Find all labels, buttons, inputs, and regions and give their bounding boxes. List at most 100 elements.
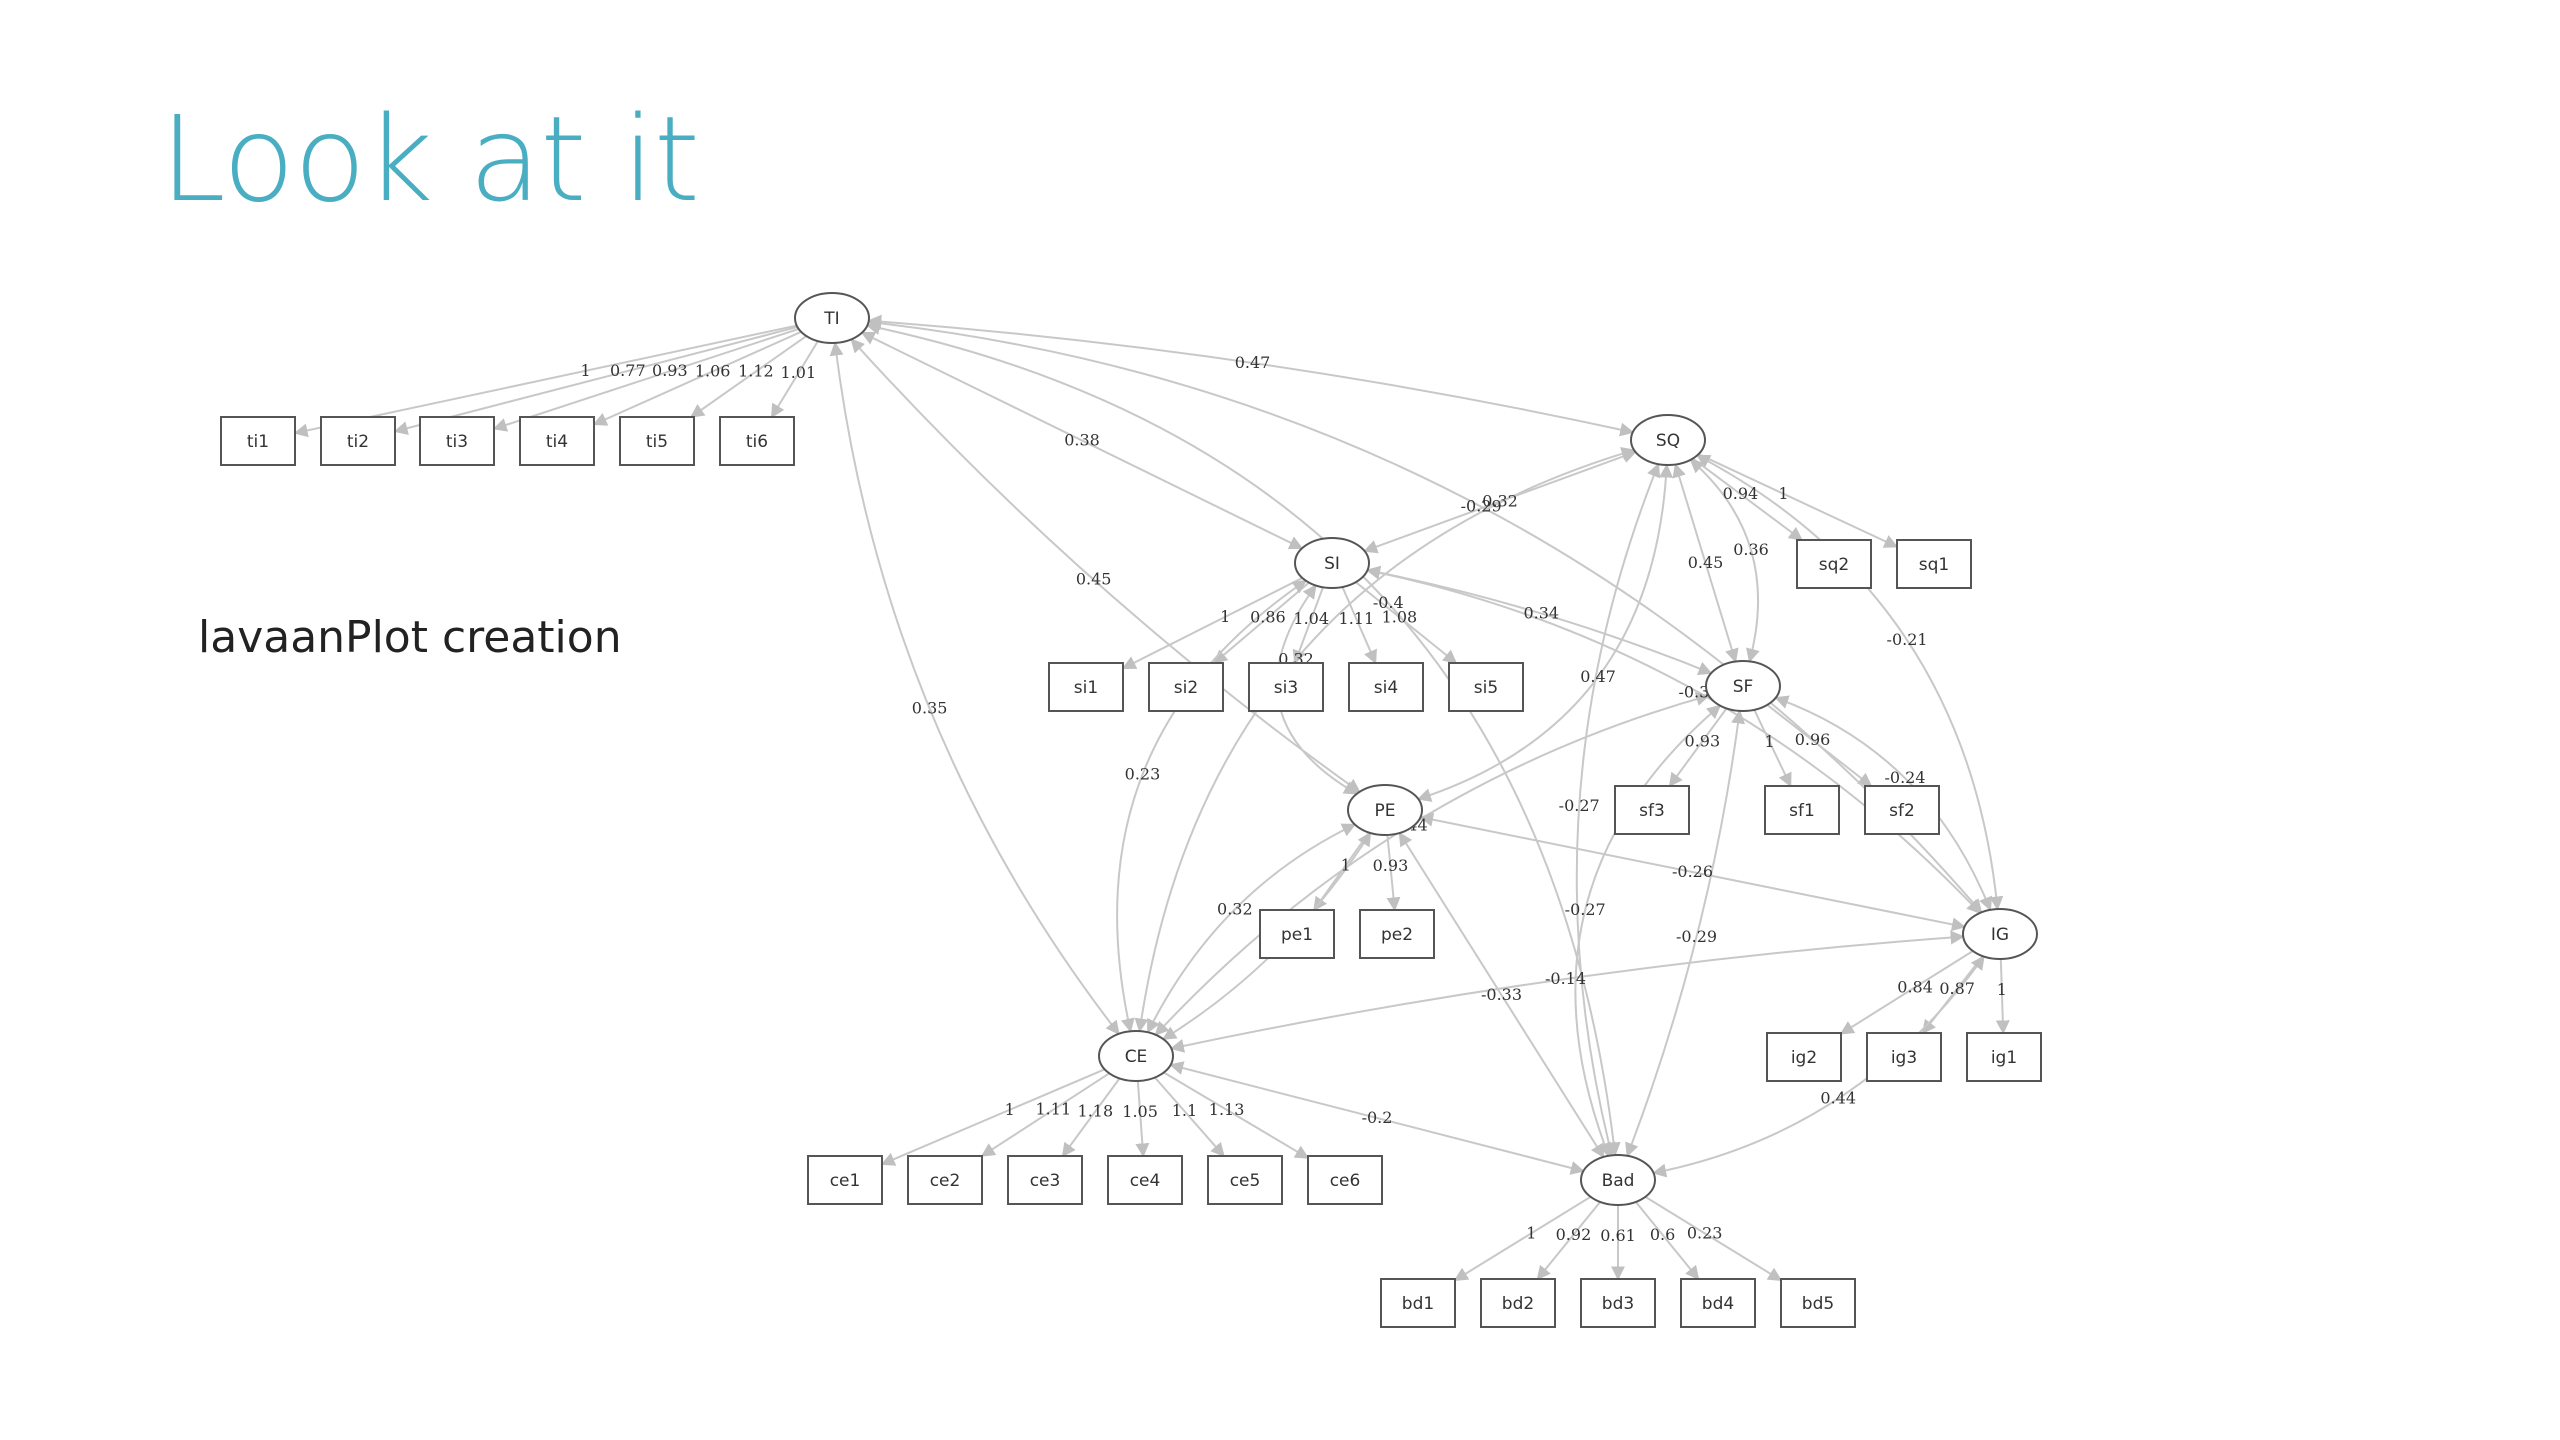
loading-sq-sq1-label: 1	[1778, 484, 1788, 503]
covariance-sq-sf-label: 0.45	[1688, 553, 1724, 572]
indicator-label-bd5: bd5	[1802, 1294, 1834, 1314]
latent-label-sq: SQ	[1656, 431, 1680, 451]
indicator-node-si4: si4	[1348, 662, 1424, 712]
loading-ce-ce6-label: 1.13	[1209, 1100, 1245, 1119]
covariance-ti-pe-label: 0.45	[1076, 570, 1112, 589]
loading-ig-ig1	[1995, 958, 2010, 1035]
indicator-node-bd1: bd1	[1380, 1278, 1456, 1328]
covariance-ti-ig-label: -0.29	[1461, 497, 1502, 516]
indicator-node-ig1: ig1	[1966, 1032, 2042, 1082]
covariance-sf-ig	[1774, 695, 1993, 912]
loading-bad-bd2	[1536, 1201, 1601, 1281]
loading-ti-ti1-label: 1	[580, 361, 590, 380]
indicator-node-ce1: ce1	[807, 1155, 883, 1205]
indicator-label-ce6: ce6	[1330, 1171, 1361, 1191]
indicator-label-ig1: ig1	[1991, 1048, 2017, 1068]
loading-bad-bd3-label: 0.61	[1600, 1226, 1636, 1245]
indicator-node-ce3: ce3	[1007, 1155, 1083, 1205]
latent-label-pe: PE	[1375, 801, 1396, 821]
indicator-node-ti2: ti2	[320, 416, 396, 466]
indicator-label-ce1: ce1	[830, 1171, 861, 1191]
latent-label-bad: Bad	[1602, 1171, 1635, 1191]
indicator-label-bd1: bd1	[1402, 1294, 1434, 1314]
covariance-ti-ce-label: 0.35	[912, 699, 948, 718]
indicator-node-ce5: ce5	[1207, 1155, 1283, 1205]
indicator-node-si3: si3	[1248, 662, 1324, 712]
indicator-node-si5: si5	[1448, 662, 1524, 712]
indicator-label-ti5: ti5	[646, 432, 668, 452]
indicator-node-bd3: bd3	[1580, 1278, 1656, 1328]
covariance-sq-pe	[1416, 463, 1674, 802]
covariance-si-ce-label: 0.23	[1125, 764, 1161, 783]
indicator-label-ti4: ti4	[546, 432, 568, 452]
loading-ce-ce3-label: 1.18	[1078, 1101, 1114, 1120]
loading-ti-ti6-label: 1.01	[781, 363, 817, 382]
indicator-label-sq2: sq2	[1819, 555, 1849, 575]
indicator-node-ce2: ce2	[907, 1155, 983, 1205]
indicator-node-sf2: sf2	[1864, 785, 1940, 835]
loading-ig-ig3-label: 0.87	[1939, 979, 1975, 998]
loading-ti-ti3-label: 0.93	[652, 361, 688, 380]
indicator-node-ce4: ce4	[1107, 1155, 1183, 1205]
covariance-pe-ig-label: -0.26	[1672, 862, 1713, 881]
indicator-node-si1: si1	[1048, 662, 1124, 712]
covariance-si-ce	[1116, 579, 1308, 1033]
loading-pe-pe2-label: 0.93	[1373, 856, 1409, 875]
covariance-ce-ig-label: -0.14	[1545, 969, 1586, 988]
indicator-label-si2: si2	[1174, 678, 1198, 698]
indicator-label-ti2: ti2	[347, 432, 369, 452]
indicator-node-sf3: sf3	[1614, 785, 1690, 835]
loading-bad-bd4	[1635, 1201, 1700, 1281]
indicator-node-ti5: ti5	[619, 416, 695, 466]
loading-si-si4-label: 1.11	[1339, 609, 1375, 628]
loading-bad-bd2-label: 0.92	[1556, 1225, 1592, 1244]
loading-bad-bd5-label: 0.23	[1687, 1223, 1723, 1242]
loading-ig-ig2-label: 0.84	[1897, 977, 1933, 996]
indicator-label-bd2: bd2	[1502, 1294, 1534, 1314]
covariance-sf-bad-label: -0.27	[1565, 900, 1606, 919]
latent-node-bad: Bad	[1580, 1154, 1656, 1206]
loading-ti-ti4-label: 1.06	[695, 361, 731, 380]
indicator-label-ti6: ti6	[746, 432, 768, 452]
loading-ti-ti5	[690, 335, 807, 418]
indicator-node-ti1: ti1	[220, 416, 296, 466]
loading-ce-ce5-label: 1.1	[1172, 1101, 1197, 1120]
indicator-node-ti6: ti6	[719, 416, 795, 466]
covariance-ce-bad	[1169, 1061, 1585, 1175]
latent-node-si: SI	[1294, 537, 1370, 589]
loading-ti-ti6	[770, 340, 819, 419]
covariance-pe-ce-label: 0.32	[1217, 899, 1253, 918]
covariance-sf-sq-label: 0.36	[1733, 540, 1769, 559]
indicator-label-ti3: ti3	[446, 432, 468, 452]
indicator-label-ce5: ce5	[1230, 1171, 1261, 1191]
indicator-node-ig3: ig3	[1866, 1032, 1942, 1082]
loading-ti-ti5-label: 1.12	[738, 361, 774, 380]
indicator-label-bd3: bd3	[1602, 1294, 1634, 1314]
loading-sf-sf2-label: 0.96	[1795, 730, 1831, 749]
loading-ti-ti2	[393, 325, 798, 436]
indicator-label-ce3: ce3	[1030, 1171, 1061, 1191]
latent-node-ig: IG	[1962, 908, 2038, 960]
latent-node-sq: SQ	[1630, 414, 1706, 466]
latent-label-ti: TI	[823, 309, 839, 329]
loading-bad-bd4-label: 0.6	[1650, 1225, 1675, 1244]
loading-si-si2-label: 0.86	[1250, 607, 1286, 626]
covariance-ce-bad-label: -0.2	[1362, 1108, 1393, 1127]
indicator-label-ce2: ce2	[930, 1171, 961, 1191]
loading-ce-ce4-label: 1.05	[1122, 1102, 1158, 1121]
indicator-node-bd5: bd5	[1780, 1278, 1856, 1328]
latent-node-pe: PE	[1347, 784, 1423, 836]
loading-ce-ce1-label: 1	[1005, 1100, 1015, 1119]
covariance-ce-ig	[1169, 930, 1965, 1053]
loading-ti-ti2-label: 0.77	[610, 361, 646, 380]
latent-label-ig: IG	[1991, 925, 2009, 945]
covariance-sf-bad2-label: -0.29	[1676, 927, 1717, 946]
indicator-label-si3: si3	[1274, 678, 1298, 698]
indicator-node-ce6: ce6	[1307, 1155, 1383, 1205]
slide-title: Look at it	[160, 90, 700, 228]
latent-node-ce: CE	[1098, 1030, 1174, 1082]
loading-bad-bd1	[1453, 1195, 1592, 1282]
loading-sf-sf3-label: 0.93	[1685, 731, 1721, 750]
indicator-node-pe1: pe1	[1259, 909, 1335, 959]
